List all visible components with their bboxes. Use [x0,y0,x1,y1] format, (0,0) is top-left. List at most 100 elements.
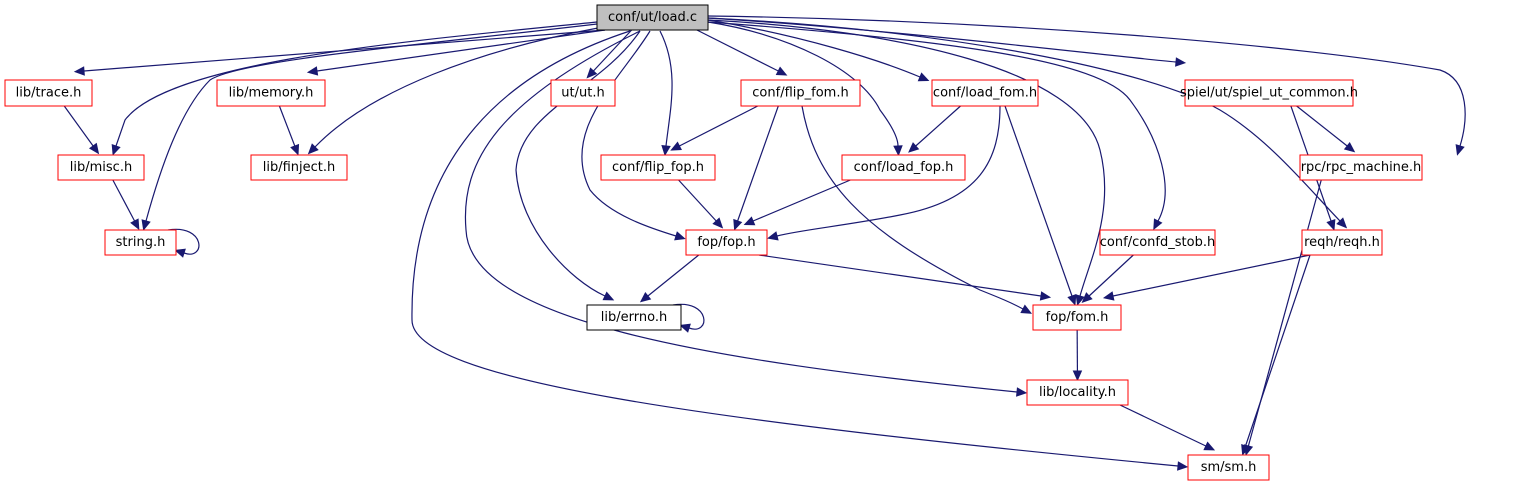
edge-load-fom-to-load-fop-arrowhead [908,142,920,153]
edge-load-c-to-load-fop [707,21,899,147]
edge-misc-to-string-arrowhead [130,218,140,231]
edge-load-c-to-fop-arrowhead [674,231,686,241]
node-flip-fop[interactable]: conf/flip_fop.h [600,154,716,181]
node-label: lib/locality.h [1039,385,1116,400]
edge-spiel-to-rpc [1296,105,1348,147]
edge-trace-to-misc-arrowhead [88,142,100,155]
node-label: string.h [116,235,166,250]
edge-flip-fom-to-fop-arrowhead [733,218,743,231]
node-label: lib/trace.h [16,86,82,101]
edge-load-c-to-sm [411,30,1179,467]
node-box [104,229,177,256]
edge-fop-to-errno-arrowhead [639,291,652,303]
node-fop[interactable]: fop/fop.h [685,229,768,256]
node-label: lib/finject.h [263,160,336,175]
node-box [841,154,966,181]
edge-load-fom-to-fop-arrowhead [767,231,779,241]
edge-confd-to-fom-arrowhead [1081,292,1093,303]
edge-load-c-to-string [145,23,598,222]
edge-load-c-to-misc [115,21,598,147]
node-sm[interactable]: sm/sm.h [1187,454,1270,481]
edge-trace-to-misc [63,105,94,147]
node-label: conf/load_fop.h [854,160,954,175]
edge-load-c-to-finject [314,27,599,148]
node-label: reqh/reqh.h [1304,235,1380,250]
node-box [685,229,768,256]
edge-memory-to-finject [278,105,296,147]
node-label: rpc/rpc_machine.h [1301,160,1422,175]
node-spiel[interactable]: spiel/ut/spiel_ut_common.h [1180,79,1358,107]
edge-load-c-to-load-fom-arrowhead [917,72,930,82]
node-box [1299,154,1423,181]
edge-load-c-to-fom-arrowhead [1075,294,1085,306]
edge-flip-fom-to-fom [801,105,1024,310]
edge-flip-fop-to-fop-arrowhead [712,217,724,229]
node-label: fop/fom.h [1046,310,1109,325]
node-finject[interactable]: lib/finject.h [250,154,348,181]
node-label: conf/flip_fop.h [612,160,704,175]
node-memory[interactable]: lib/memory.h [216,79,326,107]
edge-load-fom-to-fom [1004,105,1073,297]
node-misc[interactable]: lib/misc.h [57,154,145,181]
edges-layer [63,15,1466,471]
node-errno: lib/errno.h [586,304,682,331]
edge-reqh-to-fom-arrowhead [1102,291,1115,301]
edge-flip-fom-to-fop [737,105,779,222]
node-box [550,79,616,107]
node-fom[interactable]: fop/fom.h [1032,304,1122,331]
edge-load-c-to-load-fom [707,19,921,78]
node-ut[interactable]: ut/ut.h [550,79,616,107]
node-box [4,79,93,107]
node-load-fom[interactable]: conf/load_fom.h [931,79,1039,107]
edge-string-to-string-arrowhead [174,248,186,258]
edge-load-c-to-fop [581,30,677,237]
node-trace[interactable]: lib/trace.h [4,79,93,107]
node-box [1301,229,1383,256]
node-box [250,154,348,181]
node-label: spiel/ut/spiel_ut_common.h [1180,86,1358,101]
node-box [1184,79,1354,107]
node-reqh[interactable]: reqh/reqh.h [1301,229,1383,256]
node-locality[interactable]: lib/locality.h [1026,379,1129,406]
edge-load-c-to-locality-arrowhead [1016,387,1028,397]
node-box [216,79,326,107]
node-box [1099,229,1216,256]
edge-load-c-to-flip-fop [659,30,673,147]
edge-load-c-to-spiel-arrowhead [1175,57,1187,67]
edge-load-c-to-errno [515,30,641,297]
nodes-layer: conf/ut/load.c lib/trace.h lib/memory.h ut/… [4,4,1423,481]
node-load-c: conf/ut/load.c [596,4,709,31]
edge-load-fom-to-fom-arrowhead [1067,293,1077,306]
edge-load-c-to-sm-arrowhead [1177,461,1189,471]
edge-load-c-to-ut [592,29,633,72]
edge-misc-to-string [112,179,136,222]
node-label: conf/confd_stob.h [1100,235,1215,250]
node-confd[interactable]: conf/confd_stob.h [1099,229,1216,256]
node-label: lib/misc.h [70,160,132,175]
edge-locality-to-sm-arrowhead [1203,441,1216,451]
node-string[interactable]: string.h [104,229,177,256]
edge-load-c-to-rpc [707,15,1466,147]
node-flip-fom[interactable]: conf/flip_fom.h [740,79,861,107]
node-label: conf/load_fom.h [933,86,1037,101]
node-load-fop[interactable]: conf/load_fop.h [841,154,966,181]
node-rpc[interactable]: rpc/rpc_machine.h [1299,154,1423,181]
edge-load-c-to-locality [464,30,1018,393]
edge-load-fop-to-fop-arrowhead [743,216,756,226]
edge-reqh-to-fom [1112,254,1311,297]
node-label: conf/ut/load.c [608,10,697,25]
node-box [596,4,709,31]
edge-spiel-to-rpc-arrowhead [1343,141,1356,153]
edge-load-c-to-spiel [707,17,1177,63]
edge-load-fop-to-fop [752,179,851,222]
edge-load-c-to-finject-arrowhead [307,143,319,155]
edge-load-c-to-flip-fop-arrowhead [661,144,671,157]
edge-load-c-to-flip-fom-arrowhead [775,66,788,76]
edge-memory-to-finject-arrowhead [290,143,300,156]
edge-load-c-to-string-arrowhead [141,219,151,231]
edge-load-c-to-reqh-arrowhead [1336,217,1348,229]
edge-flip-fom-to-fom-arrowhead [1020,304,1033,314]
edge-flip-fom-to-flip-fop-arrowhead [670,141,682,151]
edge-fop-to-errno [647,254,700,297]
